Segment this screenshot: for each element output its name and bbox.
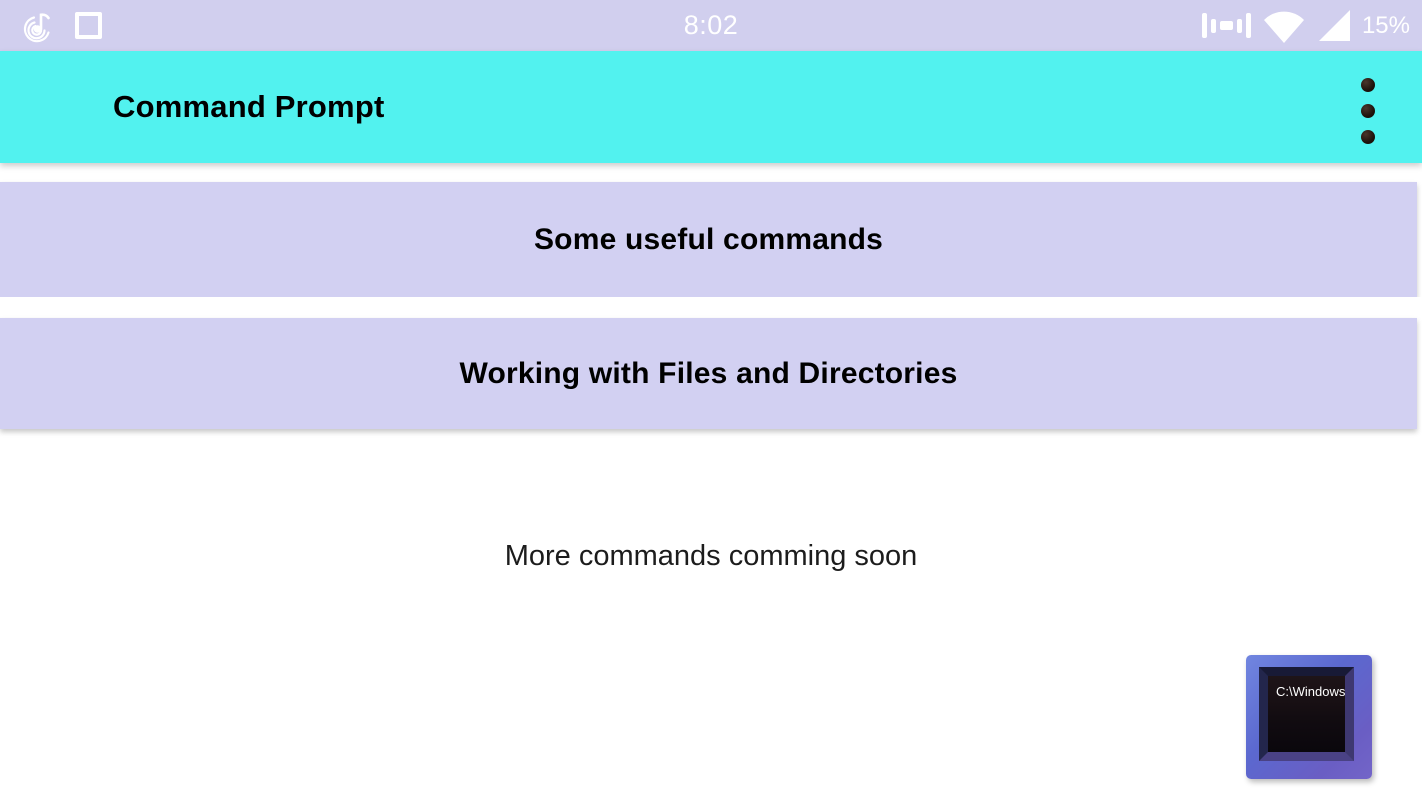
wifi-icon — [1263, 11, 1304, 43]
menu-button-some-useful-commands[interactable]: Some useful commands — [0, 182, 1417, 297]
battery-percent: 15% — [1361, 11, 1410, 39]
fab-screen-text: C:\Windows\ — [1276, 684, 1345, 699]
square-notification-icon — [75, 12, 102, 39]
coming-soon-note: More commands comming soon — [504, 540, 918, 572]
music-note-icon — [23, 12, 50, 42]
spacer — [0, 163, 1422, 182]
overflow-menu-button[interactable] — [1357, 78, 1379, 144]
status-bar: 8:02 15% — [0, 0, 1422, 51]
menu-button-files-and-directories[interactable]: Working with Files and Directories — [0, 318, 1417, 429]
status-time: 8:02 — [683, 10, 739, 40]
overflow-dot-icon — [1361, 104, 1375, 118]
spacer — [0, 297, 1422, 318]
overflow-dot-icon — [1361, 130, 1375, 144]
cell-signal-icon — [1318, 9, 1350, 41]
overflow-dot-icon — [1361, 78, 1375, 92]
menu-button-label: Some useful commands — [533, 222, 884, 256]
app-bar: Command Prompt — [0, 51, 1422, 163]
command-prompt-fab-button[interactable]: C:\Windows\ — [1246, 655, 1372, 779]
status-bar-notification-icons — [22, 0, 102, 51]
menu-button-label: Working with Files and Directories — [459, 356, 958, 390]
status-bar-system-icons: 15% — [1201, 0, 1410, 51]
fab-terminal-screen: C:\Windows\ — [1268, 676, 1345, 752]
vibrate-icon — [1201, 13, 1251, 38]
page-title: Command Prompt — [113, 89, 385, 124]
command-prompt-window-icon: C:\Windows\ — [1259, 667, 1354, 761]
